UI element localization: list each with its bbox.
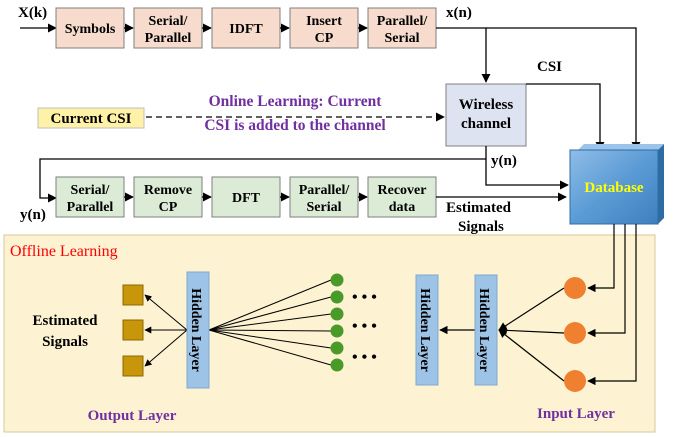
rx-block-2-line1: Remove: [144, 183, 192, 198]
hidden-layer-bar-middle: [415, 274, 439, 386]
ellipsis-1: • • •: [352, 289, 377, 306]
tx-block-4-line2: CP: [315, 31, 334, 46]
offline-learning-title: Offline Learning: [10, 243, 118, 260]
database-to-input-node-2: [587, 224, 626, 338]
tx-block-1-line1: Symbols: [65, 22, 116, 37]
output-node: [122, 319, 144, 341]
input-to-hidden-line: [498, 326, 565, 335]
online-learning-line1: Online Learning: Current: [209, 93, 383, 110]
hidden-node: [330, 290, 344, 304]
csi-to-database-line: [526, 83, 605, 151]
tx-block-2: [133, 7, 203, 49]
tx-block-2-line2: Parallel: [145, 31, 192, 46]
hidden-to-node-line: [208, 329, 332, 349]
current-csi-box: [37, 107, 145, 129]
rx-block-4: [289, 176, 359, 218]
tx-to-database-line: [486, 27, 641, 151]
rx-block-5-line2: data: [389, 200, 415, 215]
current-csi-label: Current CSI: [51, 111, 132, 127]
hidden-to-node-line: [208, 279, 332, 331]
hidden-node: [330, 324, 344, 338]
tx-block-4-line1: Insert: [306, 14, 342, 29]
database: Database: [569, 144, 664, 225]
input-node: [564, 370, 586, 392]
input-to-hidden-line: [498, 287, 565, 331]
tx-input-label: X(k): [18, 5, 47, 21]
tx-block-5-line1: Parallel/: [377, 14, 429, 29]
ellipsis-2: • • •: [352, 318, 377, 335]
wireless-channel-line2: channel: [461, 116, 511, 132]
wireless-channel-box: [445, 83, 527, 147]
ellipsis-3: • • •: [352, 349, 377, 366]
channel-output-label: y(n): [491, 153, 517, 169]
hidden-layer-label-left: Hidden Layer: [188, 288, 203, 372]
input-layer-label: Input Layer: [537, 406, 615, 422]
rx-block-5-line1: Recover: [378, 183, 427, 198]
rx-block-4-line2: Serial: [307, 200, 342, 215]
rx-output-label-line1: Estimated: [446, 200, 512, 216]
hidden-node: [330, 307, 344, 321]
rx-block-5: [367, 176, 437, 218]
hidden-layer-bar-left: [186, 271, 210, 389]
rx-block-3-line1: DFT: [232, 191, 261, 206]
hidden-node: [330, 358, 344, 372]
estimated-signals-line1: Estimated: [33, 313, 99, 329]
estimated-signals-line2: Signals: [42, 334, 88, 350]
network-connections: [144, 279, 565, 382]
hidden-to-node-line: [208, 313, 332, 331]
tx-block-4: [289, 7, 359, 49]
hidden-layer-bar-right: [474, 274, 498, 386]
hidden-layer-label-right: Hidden Layer: [476, 288, 491, 372]
output-node: [122, 284, 144, 306]
input-node: [564, 277, 586, 299]
hidden-to-node-line: [208, 329, 332, 366]
tx-block-3-line1: IDFT: [229, 22, 263, 37]
channel-to-receiver-line: [39, 158, 486, 203]
tx-block-5: [367, 7, 437, 49]
tx-block-5-line2: Serial: [385, 31, 420, 46]
hidden-to-node-line: [208, 329, 332, 332]
tx-block-3: [211, 7, 281, 49]
tx-output-label: x(n): [446, 5, 472, 21]
database-label: Database: [584, 180, 644, 196]
rx-block-3: [211, 176, 281, 218]
database-to-input-node-1: [587, 224, 615, 293]
rx-block-1: [55, 176, 125, 218]
csi-label: CSI: [537, 59, 562, 75]
rx-block-4-line1: Parallel/: [299, 183, 351, 198]
rx-block-1-line2: Parallel: [67, 200, 114, 215]
hidden-to-output-line: [144, 294, 188, 331]
wireless-channel-line1: Wireless: [459, 97, 514, 113]
hidden-to-output-line: [144, 329, 188, 367]
rx-block-2-line2: CP: [159, 200, 178, 215]
input-node: [564, 322, 586, 344]
rx-input-label: y(n): [20, 207, 46, 223]
rx-block-1-line1: Serial/: [71, 183, 111, 198]
input-to-hidden-line: [498, 329, 565, 382]
online-learning-line2: CSI is added to the channel: [204, 117, 386, 134]
hidden-layer-label-middle: Hidden Layer: [417, 288, 432, 372]
tx-to-channel-line: [436, 27, 491, 83]
offline-learning-panel: [3, 234, 656, 433]
hidden-nodes: [330, 273, 344, 372]
rx-output-label-line2: Signals: [458, 219, 504, 235]
hidden-node: [330, 341, 344, 355]
hidden-to-node-line: [208, 296, 332, 331]
hidden-node: [330, 273, 344, 287]
output-node: [122, 355, 144, 377]
tx-block-2-line1: Serial/: [149, 14, 189, 29]
database-to-input-node-3: [587, 224, 637, 386]
output-layer-label: Output Layer: [88, 408, 177, 424]
